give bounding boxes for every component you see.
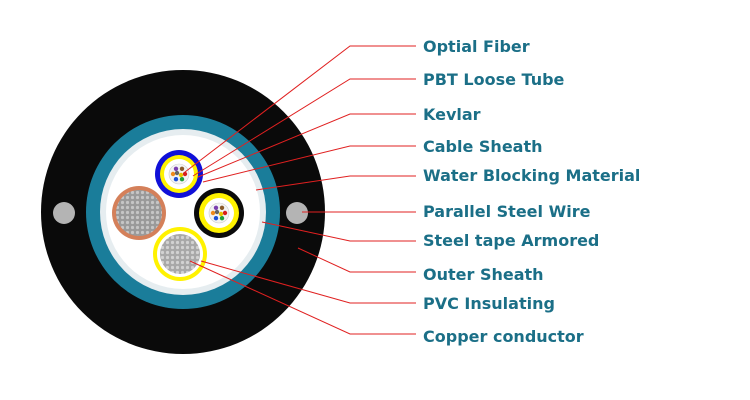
- water-blocking-material: [106, 135, 260, 289]
- optical-fiber: [173, 166, 179, 171]
- leader-line-pvc-insulating: [200, 260, 416, 304]
- optical-fiber: [213, 205, 219, 210]
- label-cable-sheath: Cable Sheath: [423, 137, 543, 156]
- optical-fiber: [218, 211, 224, 217]
- label-pbt-loose-tube: PBT Loose Tube: [423, 70, 565, 89]
- optical-fiber: [178, 172, 184, 178]
- optical-fiber: [222, 210, 228, 216]
- optical-fiber: [179, 177, 185, 182]
- pbt-loose-tube-black: [194, 188, 244, 238]
- label-kevlar: Kevlar: [423, 105, 481, 124]
- parallel-steel-wire-right: [286, 202, 308, 224]
- optical-fiber: [219, 205, 225, 210]
- optical-fiber: [179, 166, 185, 171]
- label-pvc-insulating: PVC Insulating: [423, 294, 555, 313]
- optical-fiber: [174, 170, 180, 176]
- optical-fiber: [213, 216, 219, 221]
- leader-line-water-blocking: [255, 175, 416, 191]
- label-steel-tape-armored: Steel tape Armored: [423, 231, 600, 250]
- optical-fibers-tube-1: [170, 166, 188, 182]
- label-parallel-steel-wire: Parallel Steel Wire: [423, 202, 591, 221]
- leader-line-optical-fiber: [184, 45, 416, 173]
- copper-conductor: [160, 234, 200, 274]
- leader-line-kevlar: [197, 113, 416, 178]
- optical-fiber: [173, 177, 179, 182]
- leader-line-copper-conductor: [189, 260, 416, 335]
- parallel-steel-wire-left: [53, 202, 75, 224]
- leader-lines: [184, 45, 416, 335]
- optical-fiber: [210, 210, 216, 216]
- pvc-insulated-conductor: [153, 227, 207, 281]
- optical-fiber: [170, 171, 176, 177]
- label-outer-sheath: Outer Sheath: [423, 265, 544, 284]
- label-optical-fiber: Optial Fiber: [423, 37, 530, 56]
- leader-line-cable-sheath: [202, 145, 416, 183]
- leader-line-steel-tape-armored: [261, 221, 416, 242]
- optical-fiber: [182, 171, 188, 177]
- optical-fiber: [219, 216, 225, 221]
- optical-fibers-tube-2: [210, 205, 228, 221]
- label-copper-conductor: Copper conductor: [423, 327, 584, 346]
- optical-fiber: [214, 209, 220, 215]
- leader-line-pbt-loose-tube: [192, 78, 416, 177]
- leader-line-outer-sheath: [297, 247, 416, 273]
- label-water-blocking-material: Water Blocking Material: [423, 166, 641, 185]
- copper-element: [112, 186, 166, 240]
